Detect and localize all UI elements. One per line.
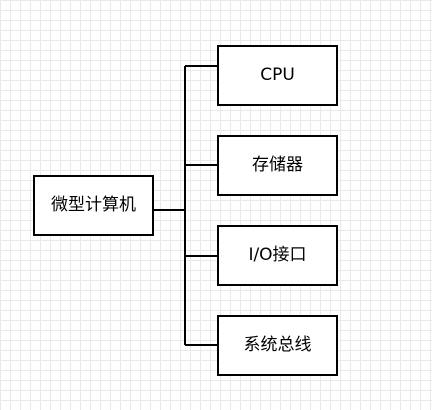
root-node-label: 微型计算机 <box>51 195 136 215</box>
child-node-label: CPU <box>260 65 295 85</box>
root-node: 微型计算机 <box>33 175 154 236</box>
child-node-label: I/O接口 <box>248 245 307 265</box>
child-node-memory: 存储器 <box>217 135 338 196</box>
child-node-io-interface: I/O接口 <box>217 225 338 286</box>
child-node-label: 系统总线 <box>243 335 312 355</box>
child-node-label: 存储器 <box>252 155 303 175</box>
child-node-system-bus: 系统总线 <box>217 315 338 376</box>
child-node-cpu: CPU <box>217 45 338 106</box>
